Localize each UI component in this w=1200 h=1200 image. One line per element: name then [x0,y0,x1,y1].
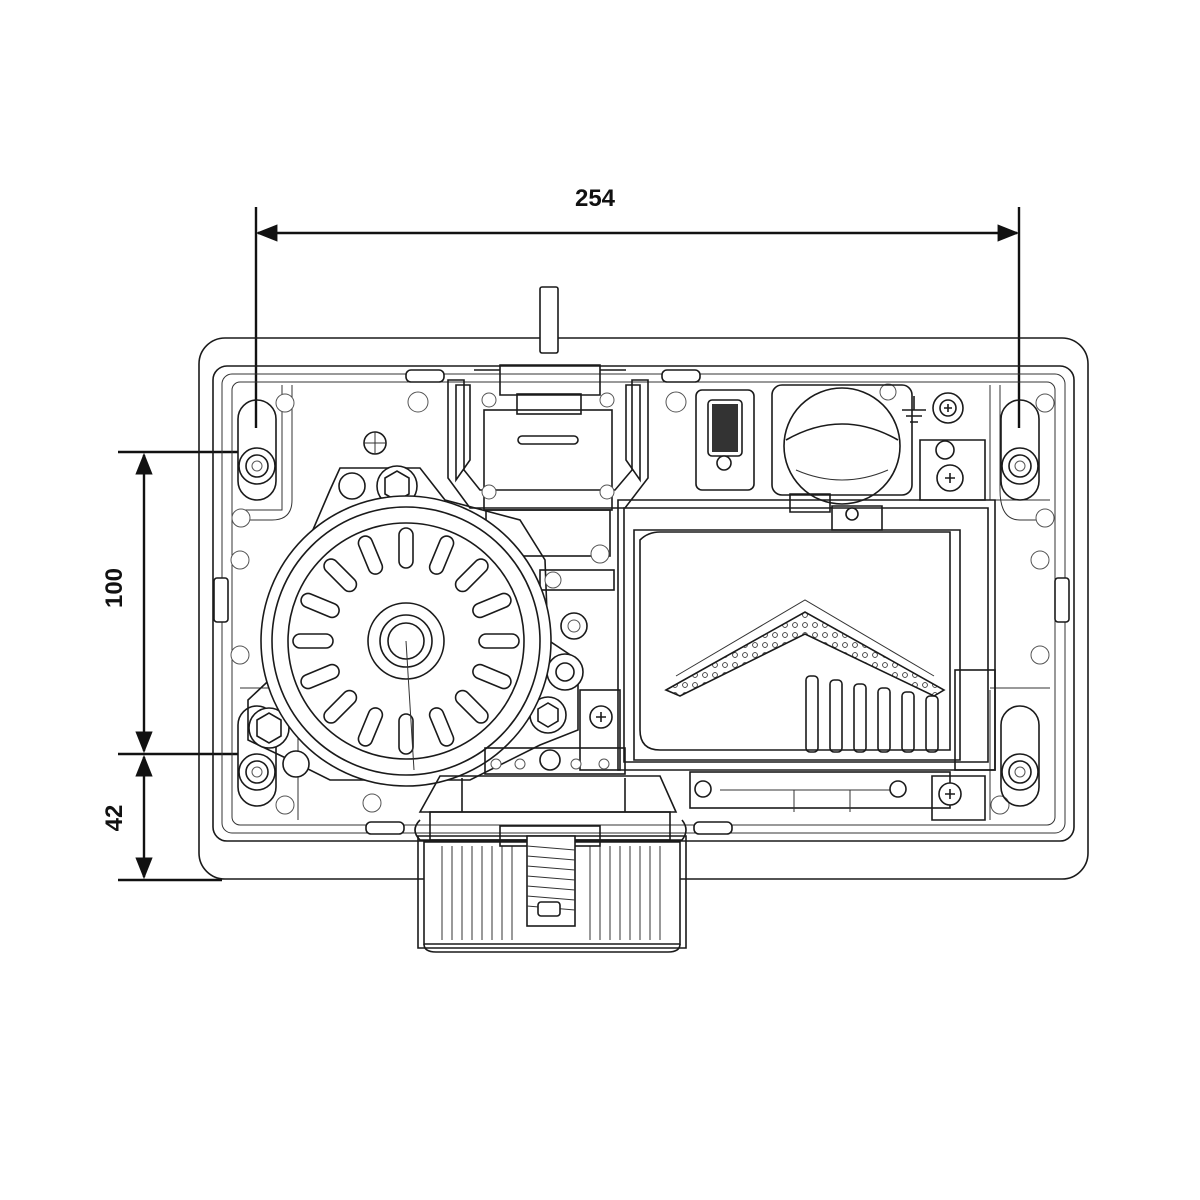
output-gear [414,775,687,953]
housing [198,337,1089,880]
release-shaft [447,286,649,591]
mounting-slot-top-right [1000,399,1040,501]
dimension-width-label: 254 [575,185,616,212]
mounting-slot-bottom-right [1000,705,1040,807]
switch [695,389,755,491]
dimension-height-label: 100 [101,568,128,608]
dimension-offset-label: 42 [101,805,128,832]
dimension-width: 254 [254,185,1021,428]
dimension-height: 100 42 [101,450,238,882]
fan-housing [771,384,913,505]
motor [247,431,588,787]
mounting-slot-bottom-left [237,705,277,807]
gear-teeth [441,846,661,940]
terminal-block [484,689,626,775]
ground-screw [902,392,986,501]
motor-vents [292,527,520,755]
control-box [617,493,996,821]
mounting-slot-top-left [237,399,277,501]
